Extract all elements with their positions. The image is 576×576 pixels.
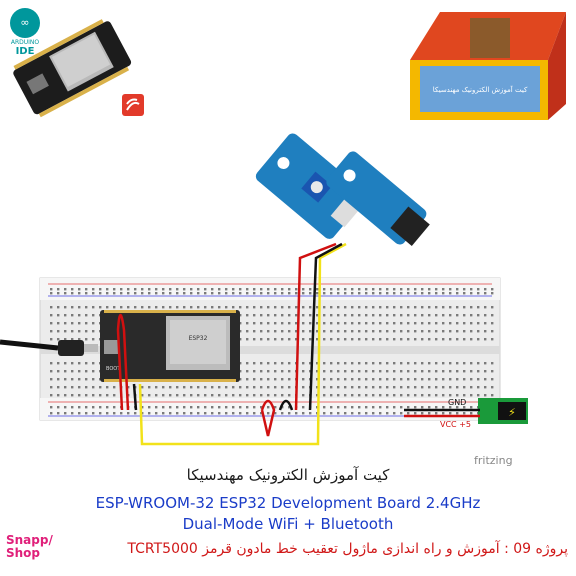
power-jack: ⚡ <box>478 398 528 424</box>
esp32-board: ESP32 BOOT <box>100 310 240 382</box>
vcc-label: VCC +5 <box>440 420 471 429</box>
gnd-label: GND <box>448 398 466 407</box>
esp32-chip-label: ESP32 <box>189 335 208 342</box>
usb-cable <box>0 339 98 356</box>
espressif-logo <box>122 94 144 116</box>
arduino-ide-label: IDE <box>15 46 35 57</box>
arduino-infinity-icon: ∞ <box>10 8 40 38</box>
kit-box-photo: کیت آموزش الکترونیک مهندسیکا <box>410 12 566 120</box>
fritzing-watermark: fritzing <box>474 454 513 467</box>
arduino-ide-logo: ∞ ARDUINO IDE <box>8 8 42 64</box>
wiring-diagram: کیت آموزش الکترونیک مهندسیکا ESP32 BOOT <box>0 12 566 446</box>
caption-board-line2: Dual-Mode WiFi + Bluetooth <box>182 515 394 533</box>
caption-kit-title: کیت آموزش الکترونیک مهندسیکا <box>186 466 390 484</box>
brand-line1: Snapp/ <box>6 533 53 547</box>
ir-sensor-module-1 <box>255 133 367 239</box>
caption-board-line1: ESP-WROOM-32 ESP32 Development Board 2.4… <box>95 494 481 512</box>
snappshop-brand: Snapp/ Shop <box>6 534 53 560</box>
kit-box-text: کیت آموزش الکترونیک مهندسیکا <box>433 85 528 94</box>
caption-project: پروژه 09 : آموزش و راه اندازی ماژول تعقی… <box>127 541 568 557</box>
ir-sensor-module-2 <box>326 151 430 246</box>
wires <box>116 242 480 446</box>
boot-label: BOOT <box>106 366 121 372</box>
brand-line2: Shop <box>6 546 41 560</box>
arduino-wordmark: ARDUINO <box>10 39 40 46</box>
esp32-photo <box>13 19 132 118</box>
lightning-icon: ⚡ <box>508 406 516 419</box>
